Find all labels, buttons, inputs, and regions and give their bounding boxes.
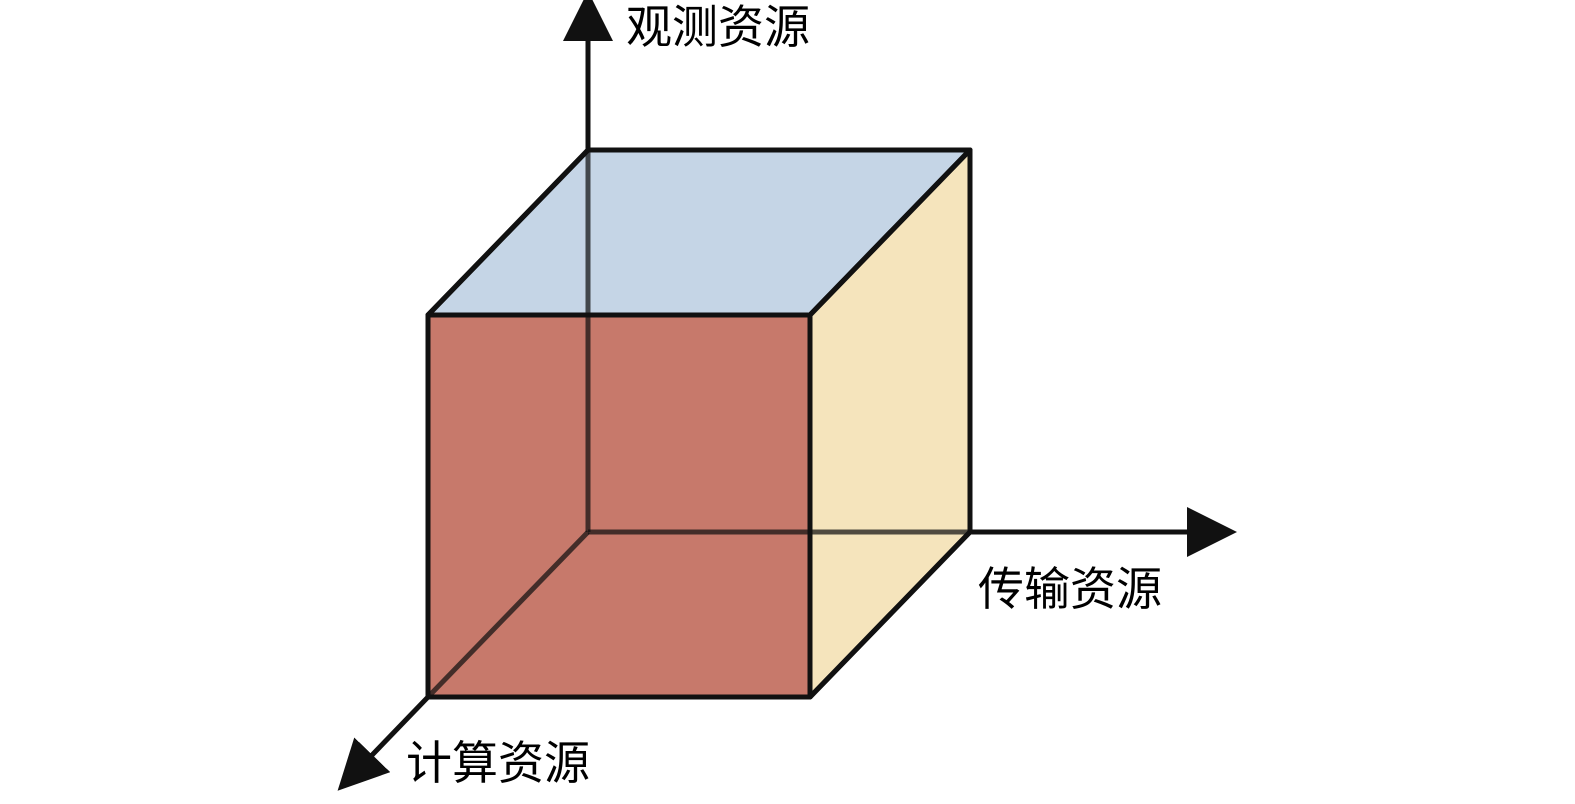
- hidden-depth-edge: [426, 530, 590, 699]
- computation-axis: [337, 695, 430, 791]
- observation-axis-label: 观测资源: [626, 0, 810, 54]
- cube-side-edges: [808, 150, 973, 699]
- computation-axis-label: 计算资源: [406, 736, 590, 790]
- transmission-axis-label: 传输资源: [978, 562, 1162, 616]
- cube-visible-edges: [425, 147, 973, 700]
